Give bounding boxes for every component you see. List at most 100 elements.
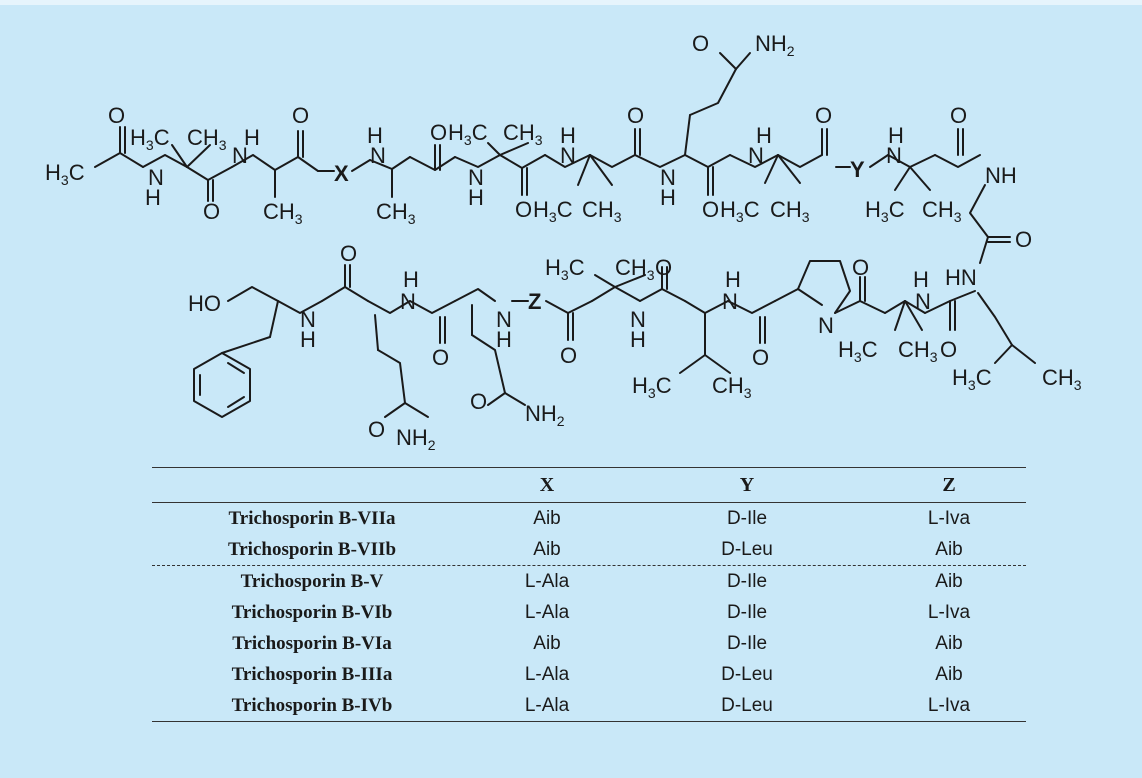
cell-x: Aib: [533, 507, 561, 529]
atom-label: CH3: [770, 197, 810, 225]
atom-label: CH3: [376, 199, 416, 227]
atom-label: H: [145, 185, 161, 210]
table-header-rule: [152, 502, 1026, 503]
table-row: Trichosporin B-IIIa L-Ala D-Leu Aib: [152, 659, 1026, 690]
cell-y: D-Leu: [721, 663, 773, 685]
table-row: Trichosporin B-IVb L-Ala D-Leu L-Iva: [152, 690, 1026, 721]
cell-z: L-Iva: [927, 694, 971, 716]
atom-label: O: [692, 31, 709, 56]
atom-label: H3C: [45, 160, 85, 188]
atom-label: H: [725, 267, 741, 292]
atom-label: O: [752, 345, 769, 370]
variants-table: X Y Z Trichosporin B-VIIa Aib D-Ile L-Iv…: [152, 467, 1026, 722]
atom-label: O: [430, 120, 447, 145]
atom-label: H3C: [865, 197, 905, 225]
cell-y: D-Ile: [726, 507, 768, 529]
atom-label: CH3: [187, 125, 227, 153]
atom-label: HO: [188, 291, 221, 316]
table-bottom-rule: [152, 721, 1026, 722]
peptide-structure-diagram: O H3C CH3 H3C N H N H O CH3 O X N H CH3 …: [45, 31, 1082, 453]
atom-label: H: [560, 123, 576, 148]
cell-z: Aib: [935, 663, 963, 685]
cell-z: L-Iva: [927, 601, 971, 623]
cell-x: Aib: [533, 632, 561, 654]
row-name: Trichosporin B-IVb: [231, 694, 393, 716]
atom-label: CH3: [263, 199, 303, 227]
atom-label: NH2: [755, 31, 795, 59]
atom-label: H: [496, 327, 512, 352]
atom-label: O: [108, 103, 125, 128]
cell-z: Aib: [935, 538, 963, 560]
row-name: Trichosporin B-VIIa: [228, 507, 396, 529]
cell-y: D-Ile: [726, 632, 768, 654]
atom-label: O: [940, 337, 957, 362]
variable-x-label: X: [334, 161, 349, 186]
table-row: Trichosporin B-VIIa Aib D-Ile L-Iva: [152, 503, 1026, 534]
atom-label: CH3: [898, 337, 938, 365]
atom-label: H: [300, 327, 316, 352]
cell-y: D-Leu: [721, 538, 773, 560]
atom-label: H: [913, 267, 929, 292]
phenyl-ring: [193, 352, 251, 418]
atom-label: N: [560, 143, 576, 168]
atom-label: NH: [985, 163, 1017, 188]
atom-label: N: [886, 143, 902, 168]
atom-label: O: [702, 197, 719, 222]
cell-x: L-Ala: [524, 570, 570, 592]
atom-label: O: [560, 343, 577, 368]
atom-label: H3C: [838, 337, 878, 365]
atom-label: H3C: [720, 197, 760, 225]
cell-x: L-Ala: [524, 694, 570, 716]
cell-y: D-Ile: [726, 570, 768, 592]
atom-label: CH3: [615, 255, 655, 283]
atom-label: N: [370, 143, 386, 168]
atom-label: N: [496, 307, 512, 332]
atom-label: H: [888, 123, 904, 148]
atom-label: N: [630, 307, 646, 332]
atom-label: N: [400, 289, 416, 314]
table-dashed-separator: [152, 565, 1026, 566]
atom-label: O: [515, 197, 532, 222]
variable-y-label: Y: [850, 157, 865, 182]
row-name: Trichosporin B-IIIa: [231, 663, 393, 685]
atom-label: NH2: [396, 425, 436, 453]
atom-label: O: [203, 199, 220, 224]
atom-label: O: [292, 103, 309, 128]
header-y: Y: [739, 473, 755, 496]
atom-label: H3C: [952, 365, 992, 393]
cell-z: Aib: [935, 632, 963, 654]
top-chain-labels: O H3C CH3 H3C N H N H O CH3 O X N H CH3 …: [45, 31, 1032, 252]
atom-label: H: [403, 267, 419, 292]
cell-x: L-Ala: [524, 601, 570, 623]
bottom-chain-bonds: [221, 260, 1036, 418]
atom-label: N: [818, 313, 834, 338]
atom-label: O: [470, 389, 487, 414]
atom-label: H: [367, 123, 383, 148]
atom-label: H: [468, 185, 484, 210]
atom-label: O: [368, 417, 385, 442]
atom-label: O: [950, 103, 967, 128]
atom-label: O: [340, 241, 357, 266]
header-z: Z: [942, 473, 956, 496]
atom-label: N: [660, 165, 676, 190]
atom-label: CH3: [503, 120, 543, 148]
table-row: Trichosporin B-VIa Aib D-Ile Aib: [152, 628, 1026, 659]
atom-label: O: [627, 103, 644, 128]
atom-label: N: [148, 165, 164, 190]
atom-label: H3C: [448, 120, 488, 148]
atom-label: O: [815, 103, 832, 128]
header-x: X: [539, 473, 555, 496]
row-name: Trichosporin B-V: [240, 570, 384, 592]
row-name: Trichosporin B-VIIb: [227, 538, 397, 560]
atom-label: H3C: [545, 255, 585, 283]
cell-z: L-Iva: [927, 507, 971, 529]
atom-label: CH3: [712, 373, 752, 401]
atom-label: CH3: [582, 197, 622, 225]
atom-label: N: [915, 289, 931, 314]
row-name: Trichosporin B-VIa: [232, 632, 392, 654]
atom-label: HN: [945, 265, 977, 290]
variable-z-label: Z: [528, 289, 541, 314]
atom-label: H3C: [632, 373, 672, 401]
atom-label: H3C: [130, 125, 170, 153]
table-top-rule: [152, 467, 1026, 468]
